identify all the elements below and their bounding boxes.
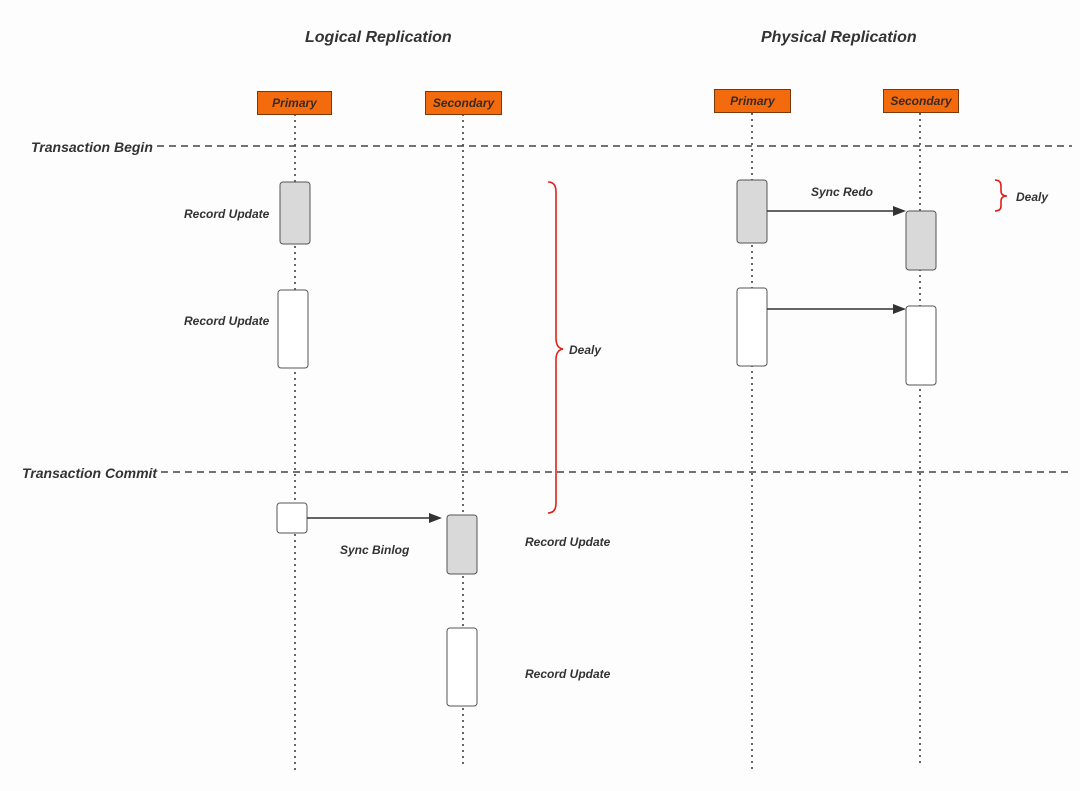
sync-redo-arrow [767,206,906,216]
sync-redo-label: Sync Redo [811,185,874,199]
transaction-commit-label: Transaction Commit [22,465,158,481]
logical-delay-brace [547,181,564,514]
secondary-record-update-label-2: Record Update [525,667,611,681]
activation-logical-primary-commit [276,502,308,534]
physical-secondary-actor: Secondary [883,89,959,113]
logical-replication-title: Logical Replication [305,29,452,46]
activation-physical-secondary-1 [905,210,937,271]
physical-primary-actor: Primary [714,89,791,113]
sync-binlog-label: Sync Binlog [340,543,410,557]
activation-physical-secondary-2 [905,305,937,386]
logical-record-update-label-1: Record Update [184,207,270,221]
activation-logical-secondary-1 [446,514,478,575]
activation-physical-primary-2 [736,287,768,367]
logical-primary-actor: Primary [257,91,332,115]
activation-physical-primary-1 [736,179,768,244]
logical-delay-label: Dealy [569,343,602,357]
sync-binlog-arrow [307,513,442,523]
redo-arrow-2 [767,304,906,314]
physical-replication-title: Physical Replication [761,29,917,46]
logical-secondary-actor: Secondary [425,91,502,115]
activation-logical-primary-1 [279,181,311,245]
physical-delay-label: Dealy [1016,190,1049,204]
activation-logical-secondary-2 [446,627,478,707]
transaction-begin-label: Transaction Begin [31,139,153,155]
activation-logical-primary-2 [277,289,309,369]
physical-delay-brace [994,179,1008,212]
secondary-record-update-label-1: Record Update [525,535,611,549]
logical-record-update-label-2: Record Update [184,314,270,328]
